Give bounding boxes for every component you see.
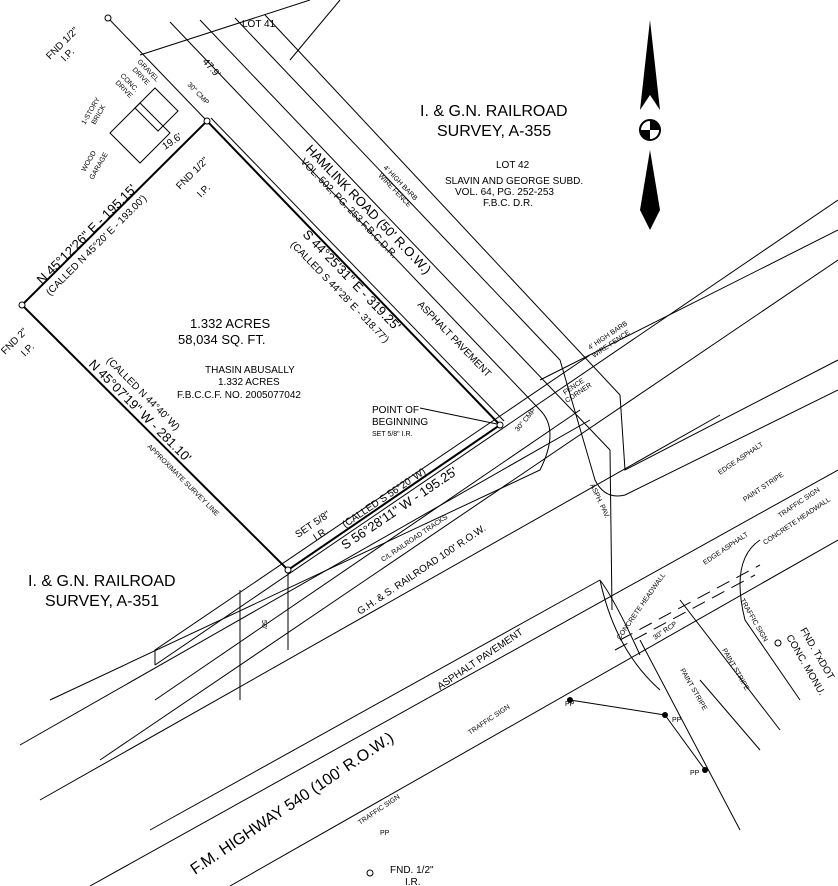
- fm540-label: F.M. HIGHWAY 540 (100' R.O.W.): [188, 729, 397, 878]
- area-acres: 1.332 ACRES: [190, 316, 271, 331]
- fm540-lines: [19, 414, 838, 886]
- railroad-lines: [99, 199, 838, 761]
- pp-label-1: PP: [565, 701, 575, 708]
- pob-label-2: BEGINNING: [372, 417, 428, 428]
- cmp-pob-label: 30" CMP: [514, 407, 537, 433]
- lot42-label: LOT 42: [496, 160, 530, 171]
- survey-a355-label-2: SURVEY, A-355: [437, 123, 551, 140]
- north-called: (CALLED N 45°20' E - 193.00'): [44, 193, 149, 298]
- traffic-sign-label-2: TRAFFIC SIGN: [738, 598, 768, 644]
- pob-leader-line: [419, 407, 498, 425]
- north-bearing: N 45°12'26" E - 195.15': [34, 181, 140, 287]
- paint-stripe-label-2: PAINT STRIPE: [720, 648, 750, 693]
- fence-line: [539, 229, 838, 381]
- paint-stripe-label-1: PAINT STRIPE: [742, 471, 785, 503]
- pp-label-2: PP: [672, 717, 682, 724]
- survey-a351-label: I. & G.N. RAILROAD: [28, 573, 176, 590]
- fnd-bottom-ir: I.R.: [405, 877, 421, 886]
- dim-50: 50': [260, 620, 267, 629]
- fnd-2-ip: I.P.: [19, 342, 36, 359]
- owner-name: THASIN ABUSALLY: [205, 365, 295, 376]
- structures: [109, 87, 179, 164]
- west-bearing: N 45°07'19" W - 281.10': [86, 357, 194, 465]
- paint-stripe-label-3: PAINT STRIPE: [678, 668, 708, 713]
- traffic-sign-label-3: TRAFFIC SIGN: [467, 704, 511, 737]
- pob-label-3: SET 5/8" I.R.: [372, 431, 413, 438]
- pob-label: POINT OF: [372, 405, 419, 416]
- survey-a351-label-2: SURVEY, A-351: [45, 593, 159, 610]
- owner-acres: 1.332 ACRES: [218, 377, 280, 388]
- wood-garage: [109, 102, 171, 164]
- owner-doc: F.B.C.C.F. NO. 2005077042: [177, 390, 301, 401]
- brick-house: [134, 87, 179, 132]
- north-arrow-icon: [639, 20, 661, 230]
- subd-vol: VOL. 64, PG. 252-253: [455, 187, 554, 198]
- subd-fbc: F.B.C. D.R.: [483, 198, 533, 209]
- dim-47-9: 47.9': [200, 57, 223, 80]
- south-bearing: S 56°28'11" W - 195.25': [338, 464, 460, 553]
- hamlink-road-lines: [49, 0, 838, 701]
- subd-label: SLAVIN AND GEORGE SUBD.: [445, 176, 583, 187]
- fnd-bottom-label: FND. 1/2": [390, 865, 434, 876]
- pp-label-3: PP: [690, 770, 700, 777]
- area-sqft: 58,034 SQ. FT.: [178, 332, 265, 347]
- survey-a355-label: I. & G.N. RAILROAD: [420, 103, 568, 120]
- lot41-label: LOT 41: [242, 19, 276, 30]
- survey-points: [18, 14, 782, 877]
- dim-19-6: 19.6': [161, 131, 185, 152]
- asphalt-pavement-label-2: ASPHALT PAVEMENT: [436, 627, 526, 693]
- asphalt-pavement-label: ASPHALT PAVEMENT: [415, 299, 493, 379]
- asph-pav-label: ASPH. PAV.: [588, 483, 610, 520]
- fnd-mid-ip: I.P.: [195, 183, 212, 200]
- pp-label-4: PP: [380, 830, 390, 837]
